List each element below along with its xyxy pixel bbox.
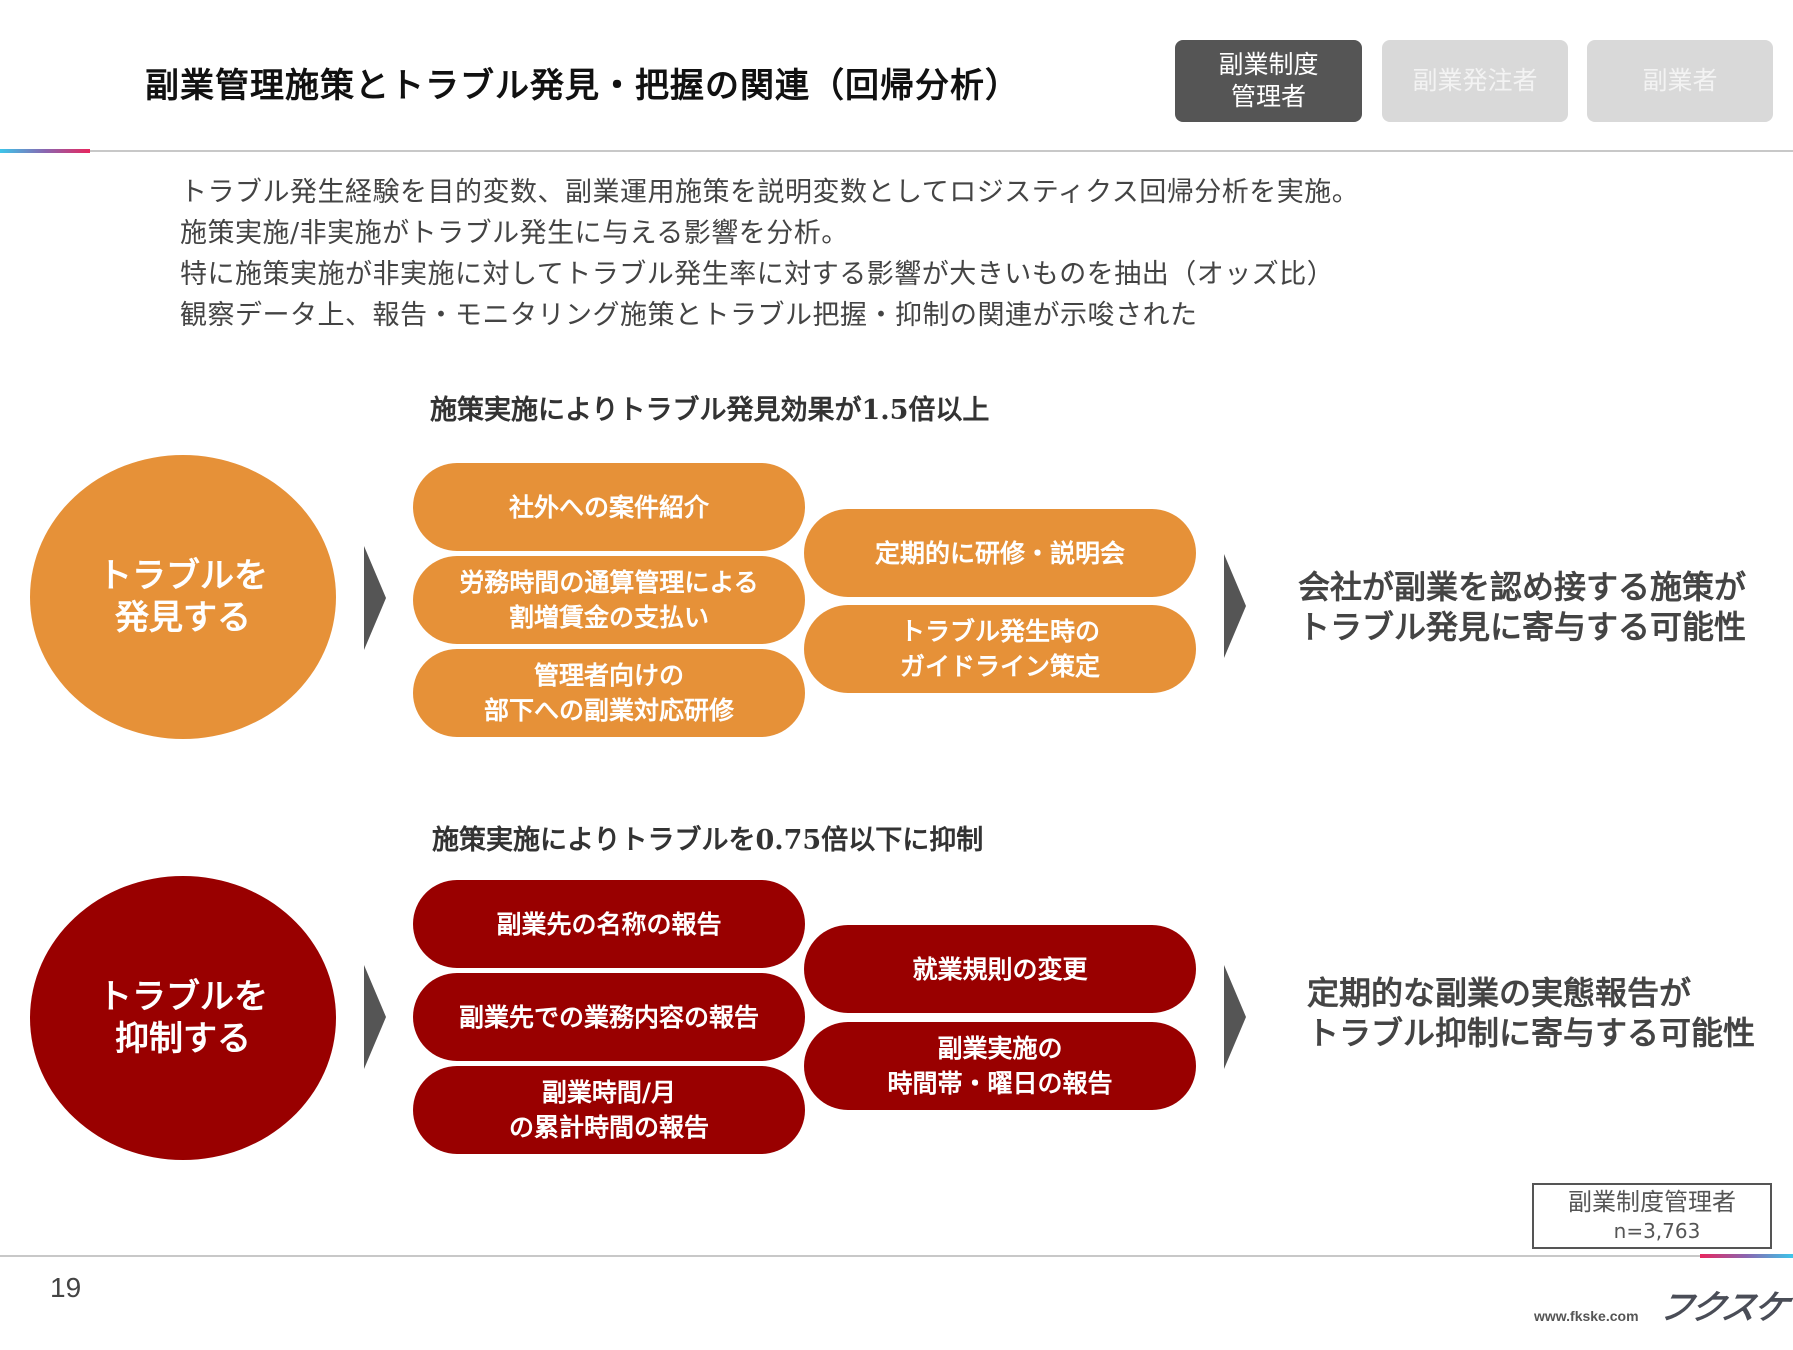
detect-policy-pill: 社外への案件紹介: [413, 463, 805, 551]
arrow-right-icon: [1224, 554, 1246, 658]
intro-text: トラブル発生経験を目的変数、副業運用施策を説明変数としてロジスティクス回帰分析を…: [180, 172, 1359, 336]
suppress-policy-pill: 就業規則の変更: [804, 925, 1196, 1013]
arrow-right-icon: [364, 965, 386, 1069]
intro-line: トラブル発生経験を目的変数、副業運用施策を説明変数としてロジスティクス回帰分析を…: [180, 177, 1360, 208]
site-url[interactable]: www.fkske.com: [1534, 1308, 1639, 1324]
company-logo: フクスケ: [1655, 1288, 1791, 1328]
suppress-policy-pill: 副業先での業務内容の報告: [413, 973, 805, 1061]
tab-side-job-system-admin[interactable]: 副業制度 管理者: [1175, 40, 1362, 122]
detect-policy-pill: 労務時間の通算管理による 割増賃金の支払い: [413, 556, 805, 644]
tab-side-job-worker[interactable]: 副業者: [1587, 40, 1773, 122]
sample-count: n=3,763: [1613, 1219, 1701, 1243]
page-number: 19: [50, 1272, 82, 1303]
header-accent-bar: [0, 149, 90, 153]
suppress-policy-pill: 副業時間/月 の累計時間の報告: [413, 1066, 805, 1154]
suppress-policy-pill: 副業先の名称の報告: [413, 880, 805, 968]
intro-line: 観察データ上、報告・モニタリング施策とトラブル把握・抑制の関連が示唆された: [180, 300, 1198, 331]
header-divider: [0, 150, 1793, 152]
detect-section-heading: 施策実施によりトラブル発見効果が1.5倍以上: [430, 395, 990, 426]
tab-side-job-client[interactable]: 副業発注者: [1382, 40, 1568, 122]
footer-accent-bar: [1700, 1254, 1793, 1258]
detect-conclusion: 会社が副業を認め接する施策が トラブル発見に寄与する可能性: [1298, 568, 1747, 646]
detect-policy-pill: トラブル発生時の ガイドライン策定: [804, 605, 1196, 693]
sample-label: 副業制度管理者: [1568, 1188, 1736, 1216]
intro-line: 施策実施/非実施がトラブル発生に与える影響を分析。: [180, 218, 849, 249]
page-title: 副業管理施策とトラブル発見・把握の関連（回帰分析）: [145, 66, 1020, 106]
detect-policy-pill: 定期的に研修・説明会: [804, 509, 1196, 597]
suppress-conclusion: 定期的な副業の実態報告が トラブル抑制に寄与する可能性: [1307, 974, 1756, 1052]
intro-line: 特に施策実施が非実施に対してトラブル発生率に対する影響が大きいものを抽出（オッズ…: [180, 259, 1335, 290]
sample-size-box: 副業制度管理者 n=3,763: [1532, 1183, 1772, 1249]
arrow-right-icon: [364, 546, 386, 650]
detect-trouble-circle: トラブルを 発見する: [30, 455, 336, 739]
suppress-trouble-circle: トラブルを 抑制する: [30, 876, 336, 1160]
detect-policy-pill: 管理者向けの 部下への副業対応研修: [413, 649, 805, 737]
arrow-right-icon: [1224, 965, 1246, 1069]
suppress-section-heading: 施策実施によりトラブルを0.75倍以下に抑制: [432, 825, 984, 856]
footer-divider: [0, 1255, 1793, 1257]
suppress-policy-pill: 副業実施の 時間帯・曜日の報告: [804, 1022, 1196, 1110]
